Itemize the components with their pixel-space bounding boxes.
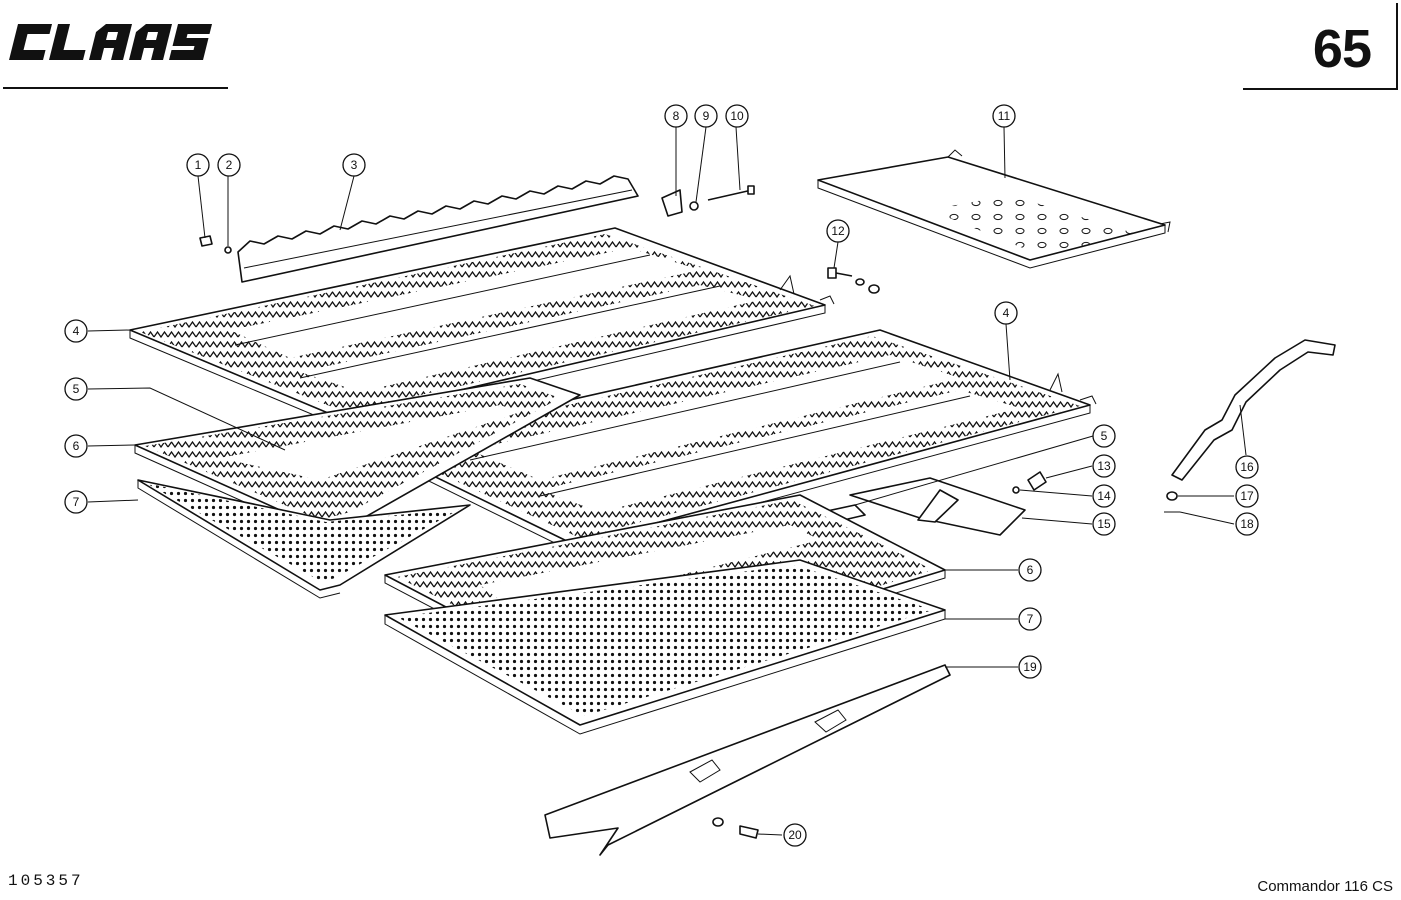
callout-12: 12: [826, 219, 850, 243]
callout-7-left: 7: [64, 490, 88, 514]
upper-sieve-left: [129, 227, 835, 427]
fasteners-1-2: [199, 235, 232, 254]
svg-text:19: 19: [1023, 660, 1037, 674]
callout-15: 15: [1092, 512, 1116, 536]
svg-text:8: 8: [673, 109, 680, 123]
callout-16: 16: [1235, 455, 1259, 479]
header-rule-right: [1243, 88, 1396, 90]
svg-text:5: 5: [1101, 429, 1108, 443]
svg-text:17: 17: [1240, 489, 1254, 503]
svg-text:7: 7: [73, 495, 80, 509]
svg-text:4: 4: [1003, 306, 1010, 320]
callout-6-left: 6: [64, 434, 88, 458]
svg-text:5: 5: [73, 382, 80, 396]
svg-text:1: 1: [195, 158, 202, 172]
upper-sieve-right: [369, 329, 1097, 554]
claas-logo: [9, 24, 213, 60]
callout-6-right: 6: [1018, 558, 1042, 582]
callout-11: 11: [992, 104, 1016, 128]
svg-text:16: 16: [1240, 460, 1254, 474]
svg-text:20: 20: [788, 828, 802, 842]
svg-text:14: 14: [1097, 489, 1111, 503]
toothed-plate: [237, 175, 639, 283]
bolt-20: [712, 817, 759, 839]
svg-text:3: 3: [351, 158, 358, 172]
callout-20: 20: [783, 823, 807, 847]
drawing-number: 105357: [8, 872, 84, 890]
svg-text:7: 7: [1027, 612, 1034, 626]
callout-5-right: 5: [1092, 424, 1116, 448]
angled-bracket: [849, 477, 1026, 536]
callout-17: 17: [1235, 484, 1259, 508]
svg-text:18: 18: [1240, 517, 1254, 531]
callout-7-right: 7: [1018, 607, 1042, 631]
header-rule-left: [3, 87, 228, 89]
callout-8: 8: [664, 104, 688, 128]
bolt-washer-set-13: [1012, 471, 1047, 494]
svg-text:10: 10: [730, 109, 744, 123]
svg-text:11: 11: [998, 109, 1011, 123]
bracket-bolt-set: [661, 185, 755, 217]
callout-14: 14: [1092, 484, 1116, 508]
svg-text:9: 9: [703, 109, 710, 123]
cover-plate: [817, 149, 1171, 269]
callout-13: 13: [1092, 454, 1116, 478]
perforated-sieve-right: [384, 559, 946, 735]
svg-text:2: 2: [226, 158, 233, 172]
perforated-sieve-left: [137, 479, 471, 599]
svg-text:4: 4: [73, 324, 80, 338]
page-number: 65: [1312, 19, 1372, 79]
callout-9: 9: [694, 104, 718, 128]
callout-10: 10: [725, 104, 749, 128]
svg-text:6: 6: [73, 439, 80, 453]
frame-edge: [1396, 3, 1398, 90]
lever-rod: [1164, 339, 1336, 513]
svg-text:15: 15: [1097, 517, 1111, 531]
svg-text:12: 12: [831, 224, 845, 238]
callout-5-left: 5: [64, 377, 88, 401]
svg-text:13: 13: [1097, 459, 1111, 473]
callout-3: 3: [342, 153, 366, 177]
callout-18: 18: [1235, 512, 1259, 536]
svg-text:6: 6: [1027, 563, 1034, 577]
leader-lines: [87, 126, 1247, 836]
model-name: Commandor 116 CS: [1257, 878, 1393, 895]
callout-4-right: 4: [994, 301, 1018, 325]
callout-2: 2: [217, 153, 241, 177]
callout-1: 1: [186, 153, 210, 177]
callout-4-left: 4: [64, 319, 88, 343]
callout-19: 19: [1018, 655, 1042, 679]
bolt-washer-set-12: [827, 267, 880, 294]
